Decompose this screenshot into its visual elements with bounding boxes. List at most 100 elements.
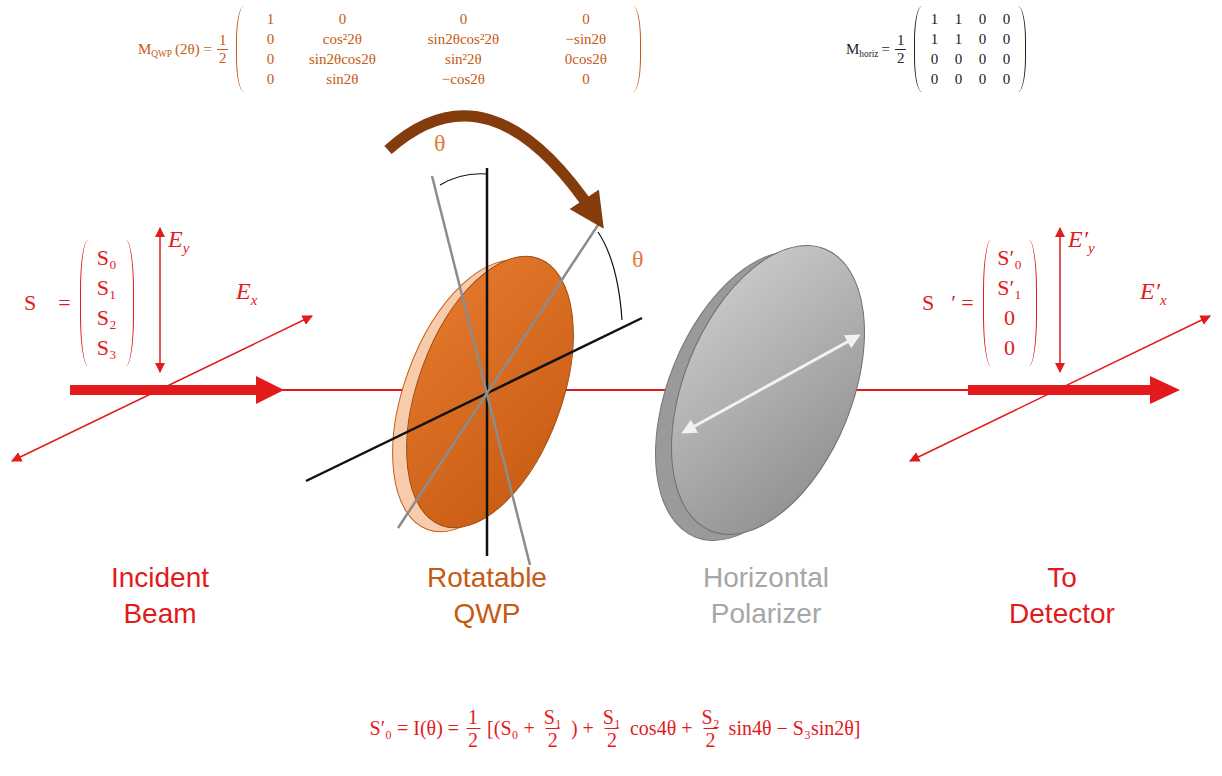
intensity-formula: S′₀ = I(θ) =12[(S₀ +S₁2) +S₁2cos4θ +S₂2s… — [370, 706, 861, 751]
axis-name-group: E′x — [1140, 278, 1167, 305]
angle-label: θ — [632, 246, 644, 273]
matrix-cell: 0 — [994, 29, 1018, 49]
stokes-component: S′₀ — [991, 243, 1029, 273]
matrix-cell: 1 — [244, 9, 296, 29]
fraction-denominator: 2 — [895, 49, 907, 67]
fraction-numerator: 1 — [895, 32, 907, 49]
fraction-denominator: 2 — [704, 728, 718, 751]
stokes-component: S′₁ — [991, 273, 1029, 303]
matrix-cell: 0 — [922, 69, 946, 89]
matrix-cell: −cos2θ — [388, 69, 538, 89]
axis-name: E — [168, 226, 183, 252]
matrix-cell: 0 — [994, 49, 1018, 69]
vector-symbol: S⃗ — [24, 290, 53, 316]
axis-name-subscript: y — [183, 240, 190, 256]
vector-symbol: S⃗′ — [922, 290, 956, 316]
stokes-vector: S₀S₁S₂S₃ — [80, 240, 134, 366]
stokes-component: S₀ — [88, 243, 126, 273]
stokes-vector-column: S′₀S′₁00 — [991, 243, 1029, 363]
stokes-component: S₁ — [88, 273, 126, 303]
matrix-name-group: MQWP — [138, 41, 172, 58]
matrix-cell: 0 — [970, 49, 994, 69]
matrix-cell: sin²2θ — [388, 49, 538, 69]
matrix-cell: 0 — [946, 49, 970, 69]
left-parenthesis — [914, 6, 922, 92]
fraction-denominator: 2 — [217, 49, 229, 67]
caption-text: To Detector — [1009, 562, 1115, 629]
polarizer-matrix-grid: 1100110000000000 — [922, 9, 1018, 89]
axis-label: E′y — [1068, 226, 1095, 253]
formula-term: sin4θ − S₃sin2θ] — [729, 717, 861, 740]
matrix-cell: 0 — [388, 9, 538, 29]
light-beam — [70, 376, 1180, 404]
component-caption: To Detector — [992, 560, 1132, 633]
right-parenthesis — [1029, 240, 1037, 366]
incident-axes — [12, 228, 312, 461]
matrix-cell: sin2θcos²2θ — [388, 29, 538, 49]
formula-term: S′₀ = I(θ) = — [370, 717, 460, 740]
matrix-cell: 0 — [946, 69, 970, 89]
axis-name: E′ — [1140, 278, 1160, 304]
matrix-cell: 0 — [244, 69, 296, 89]
matrix-cell: 0 — [244, 49, 296, 69]
polarizer-mueller-equation: Mhoriz=121100110000000000 — [846, 6, 1026, 92]
axis-name: E′ — [1068, 226, 1088, 252]
stokes-component: S₃ — [88, 333, 126, 363]
matrix-cell: 1 — [922, 29, 946, 49]
equals-sign: = — [881, 41, 889, 58]
matrix-cell: 0 — [970, 29, 994, 49]
caption-text: Rotatable QWP — [427, 562, 547, 629]
axis-name-group: Ey — [168, 226, 189, 253]
axis-name-subscript: y — [1088, 240, 1095, 256]
qwp-matrix: 10000cos²2θsin2θcos²2θ−sin2θ0sin2θcos2θs… — [236, 6, 641, 92]
stokes-component: S₂ — [88, 303, 126, 333]
matrix-cell: sin2θ — [296, 69, 388, 89]
stokes-component: 0 — [991, 333, 1029, 363]
quarter-wave-plate — [306, 116, 642, 565]
matrix-cell: 0 — [538, 69, 633, 89]
fraction: 12 — [217, 32, 229, 66]
matrix-cell: cos²2θ — [296, 29, 388, 49]
axis-label: Ey — [168, 226, 189, 253]
matrix-name-subscript: horiz — [859, 49, 878, 59]
caption-text: Horizontal Polarizer — [703, 562, 829, 629]
matrix-cell: 1 — [946, 9, 970, 29]
matrix-cell: 1 — [922, 9, 946, 29]
axis-label: Ex — [236, 278, 257, 305]
equals-sign: = — [58, 290, 70, 316]
stokes-vector-column: S₀S₁S₂S₃ — [88, 243, 126, 363]
matrix-cell: 0 — [922, 49, 946, 69]
matrix-cell: sin2θcos2θ — [296, 49, 388, 69]
fraction-denominator: 2 — [605, 728, 619, 751]
component-caption: Horizontal Polarizer — [676, 560, 856, 633]
matrix-name: M — [846, 41, 859, 57]
formula-term: cos4θ + — [630, 717, 693, 740]
fraction-numerator: S₁ — [542, 706, 564, 728]
detector-axes — [910, 228, 1210, 461]
stokes-vector: S′₀S′₁00 — [983, 240, 1037, 366]
horizontal-polarizer — [617, 218, 903, 569]
matrix-argument: (2θ) = — [175, 41, 212, 58]
left-parenthesis — [80, 240, 88, 366]
fraction-numerator: S₂ — [700, 706, 722, 728]
stokes-component: 0 — [991, 303, 1029, 333]
matrix-cell: 0 — [296, 9, 388, 29]
matrix-cell: 1 — [946, 29, 970, 49]
output-stokes-vector: S⃗′=S′₀S′₁00 — [922, 240, 1037, 366]
angle-theta: θ — [632, 246, 644, 273]
axis-name-subscript: x — [1160, 292, 1167, 308]
axis-name: E — [236, 278, 251, 304]
fraction-denominator: 2 — [546, 728, 560, 751]
angle-label: θ — [434, 130, 446, 157]
fraction-denominator: 2 — [466, 728, 480, 751]
fraction-numerator: S₁ — [601, 706, 623, 728]
matrix-cell: 0 — [538, 9, 633, 29]
fraction-numerator: 1 — [466, 706, 480, 728]
axis-label: E′x — [1140, 278, 1167, 305]
qwp-matrix-grid: 10000cos²2θsin2θcos²2θ−sin2θ0sin2θcos2θs… — [244, 9, 633, 89]
angle-theta: θ — [434, 130, 446, 157]
component-caption: Incident Beam — [80, 560, 240, 633]
fraction-numerator: 1 — [217, 32, 229, 49]
